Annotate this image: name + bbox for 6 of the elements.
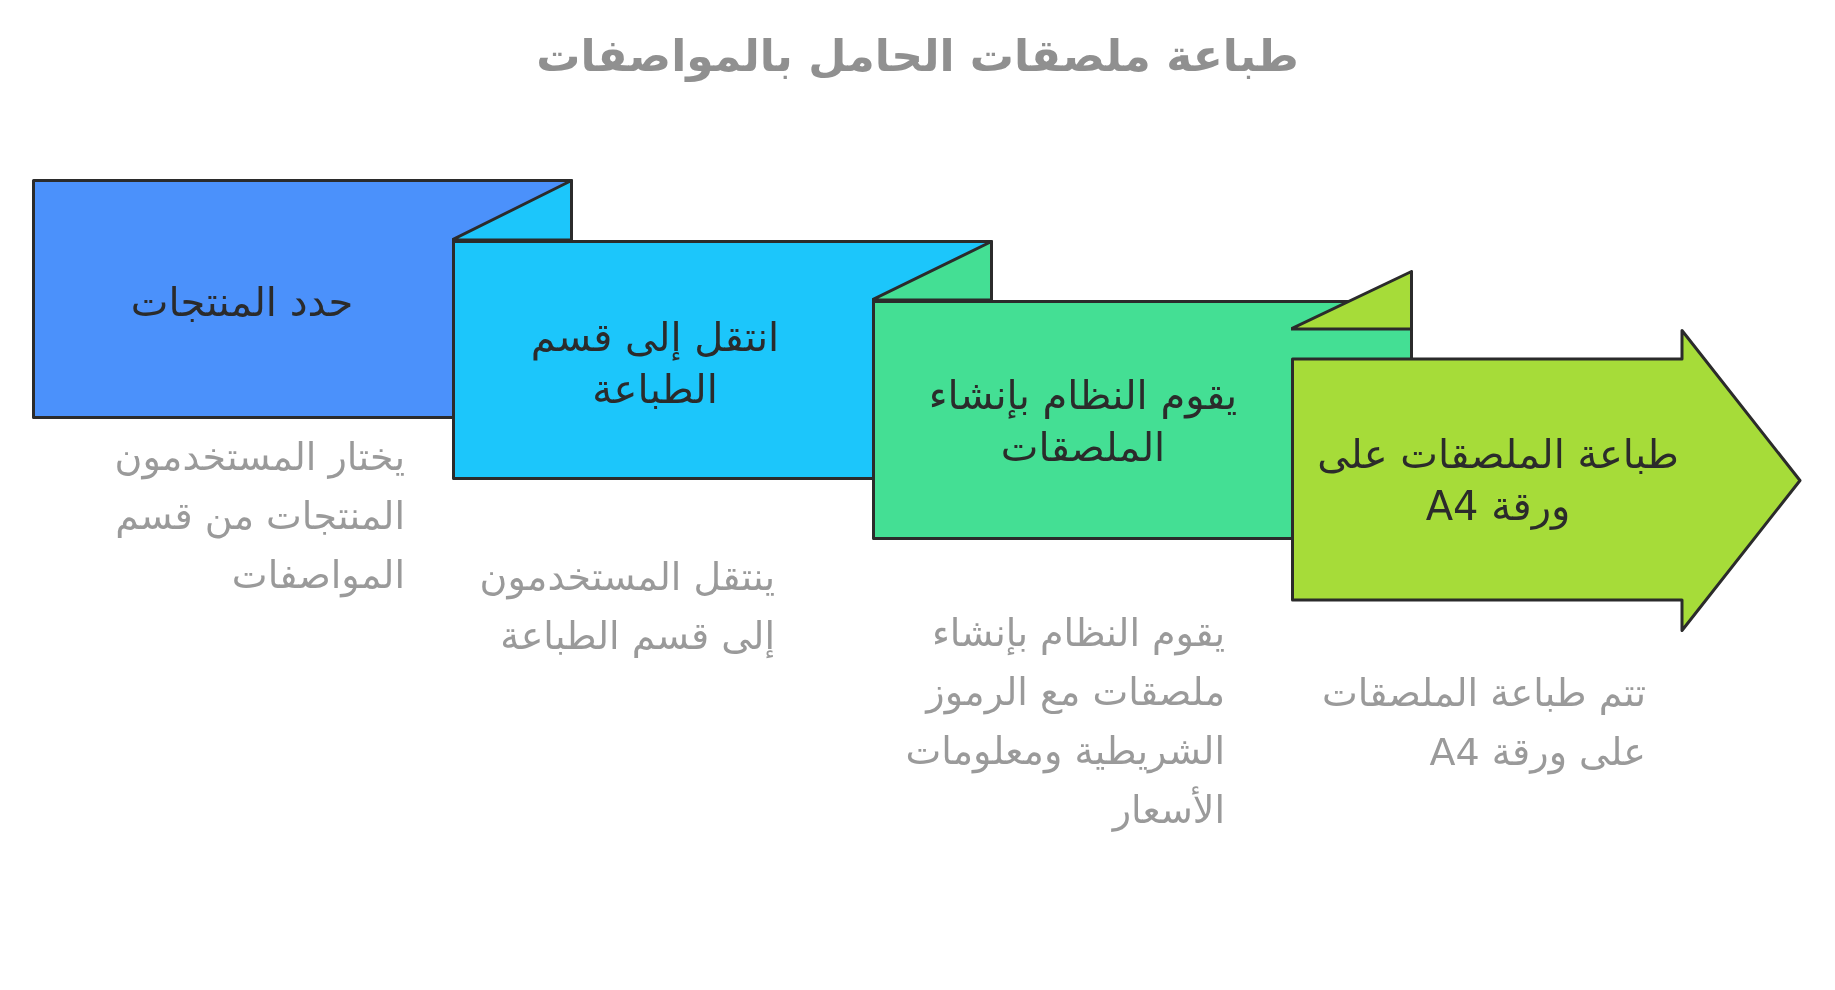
step-description: يقوم النظام بإنشاء ملصقات مع الرموز الشريطية ومعلومات الأسعار: [904, 610, 1225, 834]
diagram-title: طباعة ملصقات الحامل بالمواصفات: [535, 30, 1300, 81]
step-description: ينتقل المستخدمون إلى قسم الطباعة: [478, 554, 775, 660]
step-description: تتم طباعة الملصقات على ورقة A4: [1320, 670, 1646, 777]
step-description: يختار المستخدمون المنتجات من قسم المواصفات: [113, 434, 405, 600]
step-label: حدد المنتجات: [129, 278, 355, 327]
